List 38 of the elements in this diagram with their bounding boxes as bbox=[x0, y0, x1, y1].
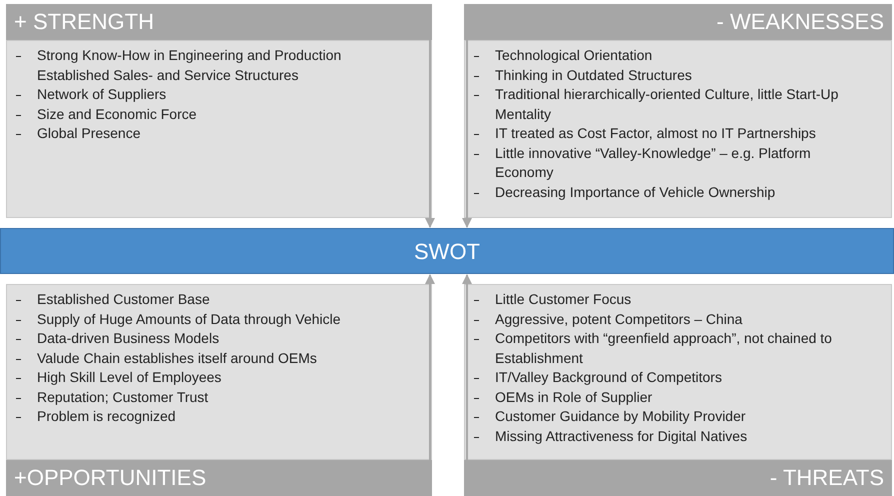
arrow bbox=[425, 40, 435, 228]
panel-header: - WEAKNESSES bbox=[464, 4, 892, 40]
list-item: Thinking in Outdated Structures bbox=[495, 66, 693, 85]
arrow bbox=[425, 274, 435, 460]
quadrant-panel bbox=[6, 4, 432, 218]
list-item: Network of Suppliers bbox=[37, 85, 168, 104]
list-item: Data-driven Business Models bbox=[37, 329, 220, 348]
quadrant-panel bbox=[464, 4, 892, 218]
band-title: SWOT bbox=[414, 238, 480, 266]
list-item: Strong Know-How in Engineering and Production Established Sales- and Service Structures bbox=[37, 46, 342, 84]
panel-header: + STRENGTH bbox=[6, 4, 432, 40]
arrow bbox=[462, 40, 472, 228]
list-item: IT treated as Cost Factor, almost no IT Partnerships bbox=[495, 124, 817, 143]
list-item: Decreasing Importance of Vehicle Ownership bbox=[495, 182, 776, 202]
arrow bbox=[462, 274, 472, 460]
list-item: Customer Guidance by Mobility Provider bbox=[495, 407, 747, 426]
list-item: Global Presence bbox=[37, 124, 142, 143]
list-item: Size and Economic Force bbox=[37, 104, 198, 124]
list-item: Aggressive, potent Competitors – China bbox=[495, 310, 744, 329]
quadrant-panel bbox=[6, 284, 432, 496]
list-item: Valude Chain establishes itself around OEMs bbox=[37, 348, 318, 368]
list-item: Supply of Huge Amounts of Data through Vehicle bbox=[37, 310, 342, 329]
list-item: Traditional hierarchically-oriented Culture, little Start-Up Mentality bbox=[495, 85, 840, 124]
panel-footer: +OPPORTUNITIES bbox=[6, 460, 432, 496]
list-item: Little innovative “Valley-Knowledge” – e.g. Platform Economy bbox=[495, 144, 812, 182]
list-item: IT/Valley Background of Competitors bbox=[495, 368, 723, 387]
panel-footer: - THREATS bbox=[464, 460, 892, 496]
list-item: Technological Orientation bbox=[495, 46, 654, 65]
list-item: OEMs in Role of Supplier bbox=[495, 388, 654, 407]
list-item: Competitors with “greenfield approach”, not chained to Establishment bbox=[495, 329, 833, 368]
list-item: High Skill Level of Employees bbox=[37, 368, 222, 387]
list-item: Missing Attractiveness for Digital Natives bbox=[495, 426, 748, 446]
list-item: Established Customer Base bbox=[37, 290, 211, 309]
quadrant-panel bbox=[464, 284, 892, 496]
list-item: Little Customer Focus bbox=[495, 290, 632, 309]
list-item: Problem is recognized bbox=[37, 407, 177, 426]
center-band bbox=[0, 228, 894, 274]
list-item: Reputation; Customer Trust bbox=[37, 388, 210, 407]
